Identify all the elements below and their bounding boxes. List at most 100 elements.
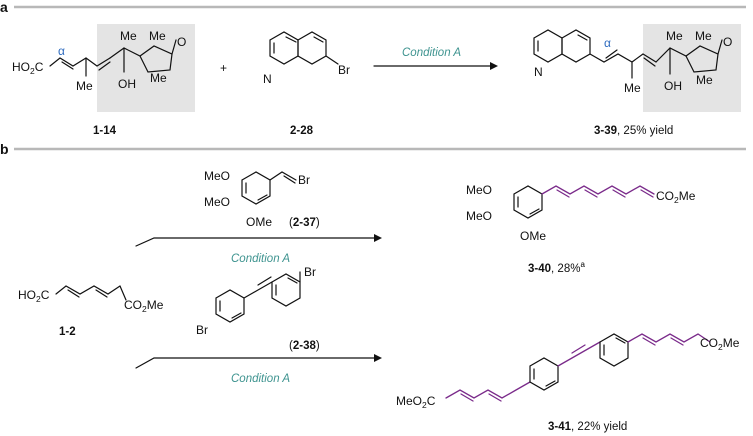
bromine-label: Br [298,173,310,187]
compound-3-40: MeO MeO OMe CO2Me 3-40, 28%a [466,183,696,275]
stilbene-double-bond [571,344,586,354]
polyene-chain [541,185,655,195]
aromatic-bond [313,36,324,43]
panel-b-label: b [0,141,9,157]
condition-label-b-bottom: Condition A [231,373,290,385]
double-bond [61,61,74,70]
methyl-ester-label: CO2Me [124,298,164,314]
ketone-oxygen-label: O [723,35,732,49]
diene-chain [589,53,657,63]
ester-bond [119,285,127,301]
benzene-ring [215,289,245,323]
compound-2-38: Br Br (2-38) [196,265,320,352]
diene-chain [55,285,121,295]
alpha-marker: α [58,44,65,58]
hydroxyl-label: OH [118,77,136,91]
compound-3-39: N α Me OH Me Me Me O 3-39, 25% yield [533,24,741,137]
aromatic-bond [257,194,268,201]
diene-chain [49,57,111,67]
arrow-shaft [135,357,379,369]
methyl-label: Me [666,29,683,43]
double-bond [98,61,111,71]
arrow-head [374,234,382,242]
polyene-double-bond [642,337,656,346]
compound-id-1-14: 1-14 [93,125,117,137]
polyene-double-bond [640,189,654,198]
polyene-double-bond [460,393,474,402]
arrow-head [374,354,382,362]
methyl-ester-label: CO2Me [700,336,740,352]
polyene-double-bond [584,189,598,198]
bromine-label: Br [338,63,350,77]
stilbene-vinyl [557,341,601,367]
benzene-ring [241,171,271,205]
methoxy-label: OMe [520,229,546,243]
methyl-label: Me [149,29,166,43]
benzene-ring [599,333,629,367]
double-bond [605,49,618,59]
aromatic-bond [285,36,297,43]
vinyl-double-bond [283,175,296,184]
methoxy-label: MeO [204,195,230,209]
double-bond [67,289,80,298]
reaction-arrow-b-bottom: Condition A [135,354,382,385]
carboxylic-acid-label: HO2C [12,60,44,76]
benzene-ring [529,357,559,391]
condition-label-b-top: Condition A [231,253,290,265]
vinyl-bond [269,171,297,181]
compound-id-2-38: (2-38) [289,340,320,352]
ring-bonds-lower [685,53,719,73]
methyl-label: Me [624,81,641,95]
nitrogen-label: N [263,72,272,86]
polyene-double-bond [612,189,626,198]
compound-2-37: Br MeO MeO OMe (2-37) [204,169,320,229]
methyl-ester-label: CO2Me [656,189,696,205]
compound-2-28: N Br 2-28 [263,31,350,137]
vinyl-double-bond [257,276,272,286]
double-bond [95,289,108,298]
methoxy-label: OMe [246,215,272,229]
bromine-label: Br [304,265,316,279]
arrow-head [490,62,498,70]
compound-3-41: MeO2C CO2Me 3-41, 22% yield [396,333,740,433]
methoxy-label: MeO [466,183,492,197]
aromatic-bond [529,208,540,215]
ketone-oxygen-label: O [177,35,186,49]
compound-3-39-caption: 3-39, 25% yield [594,125,673,137]
methyl-ester-label: MeO2C [396,394,436,410]
compound-id-2-37: (2-37) [289,217,320,229]
compound-id-1-2: 1-2 [59,326,76,338]
aromatic-bond [287,277,298,284]
compound-3-41-caption: 3-41, 22% yield [548,421,627,433]
ring-bonds-lower [139,53,173,73]
compound-id-2-28: 2-28 [290,125,314,137]
bromine-label: Br [196,323,208,337]
carboxylic-acid-label: HO2C [18,288,50,304]
aromatic-bond [615,337,626,344]
c-br-bond [325,55,339,65]
hydroxyl-label: OH [664,79,682,93]
ring-bonds [109,39,177,59]
polyene-double-bond [556,189,570,198]
methoxy-label: MeO [466,209,492,223]
benzene-ring [513,185,543,219]
panel-a-label: a [0,0,8,15]
methyl-label: Me [150,71,167,85]
nitrogen-label: N [534,65,543,79]
reaction-arrow-a: Condition A [373,47,498,70]
methyl-label: Me [120,29,137,43]
polyene-double-bond [670,337,684,346]
plus-sign: + [220,61,227,75]
methyl-label: Me [696,73,713,87]
methoxy-label: MeO [204,169,230,183]
benzene-ring [561,29,591,63]
condition-label-a: Condition A [402,47,461,59]
double-bond [643,57,656,67]
compound-1-14: HO2C α Me OH Me Me Me O 1-14 [12,24,195,137]
methyl-label: Me [76,79,93,93]
methyl-label: Me [695,29,712,43]
polyene-double-bond [488,393,502,402]
compound-3-40-caption: 3-40, 28%a [528,260,585,275]
aromatic-bond [577,34,588,41]
